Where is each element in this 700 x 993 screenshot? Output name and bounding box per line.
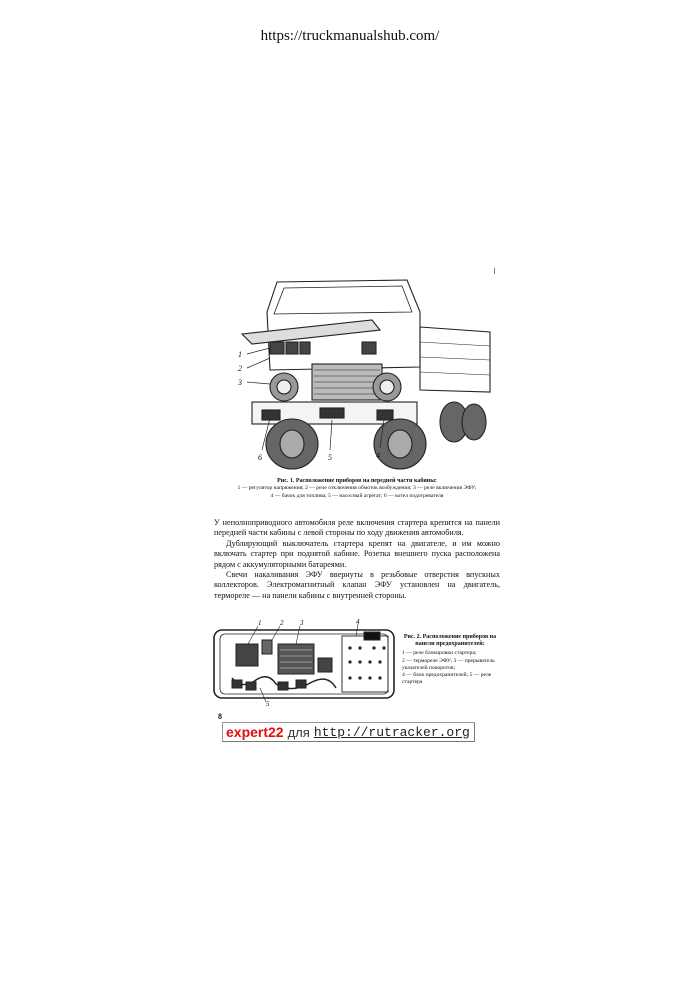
- figure1-caption: Рис. 1. Расположение приборов на передне…: [214, 478, 500, 500]
- source-banner[interactable]: expert22 для http://rutracker.org: [222, 722, 475, 742]
- callout-6: 6: [258, 453, 262, 462]
- figure2-caption-line: 4 — блок предохранителей; 5 — реле старт…: [402, 672, 492, 686]
- paragraph: Дублирующий выключатель стартера крепят …: [214, 538, 500, 569]
- banner-connector: для: [287, 724, 310, 740]
- fig2-callout-3: 3: [299, 619, 304, 627]
- callout-3: 3: [237, 378, 242, 387]
- banner-link[interactable]: http://rutracker.org: [313, 724, 470, 740]
- callout-1: 1: [238, 350, 242, 359]
- paragraph: Свечи накаливания ЭФУ ввернуты в резьбов…: [214, 570, 500, 600]
- fig2-callout-1: 1: [258, 619, 262, 627]
- callout-2: 2: [238, 364, 242, 373]
- header-url[interactable]: https://truckmanualshub.com/: [260, 28, 440, 44]
- fig2-callout-2: 2: [280, 619, 284, 627]
- callout-5: 5: [328, 453, 332, 462]
- scan-mark: [494, 268, 495, 274]
- figure2-caption: Рис. 2. Расположение приборов на панели …: [402, 634, 498, 686]
- callout-4: 4: [376, 451, 380, 460]
- figure2-caption-line: 1 — реле блокировки стартера;: [402, 650, 477, 657]
- page-number: 8: [218, 712, 222, 721]
- banner-username: expert22: [226, 724, 284, 740]
- figure1-caption-title: Рис. 1. Расположение приборов на передне…: [277, 478, 437, 484]
- figure2-caption-title: Рис. 2. Расположение приборов на панели …: [403, 634, 497, 648]
- paragraph: У неполноприводного автомобиля реле вклю…: [214, 518, 500, 538]
- truck-illustration: 1 2 3 4 5 6: [237, 279, 491, 470]
- figure1-caption-line: 4 — бачок для топлива; 5 — насосный агре…: [270, 492, 444, 499]
- figure1-caption-line: 1 — регулятор напряжения; 2 — реле отклю…: [237, 485, 477, 492]
- fig2-callout-4: 4: [356, 618, 360, 626]
- figure2-caption-line: 2 — термореле ЭФУ; 3 — прерыватель указа…: [402, 657, 495, 671]
- fuse-panel-illustration: 1 2 3 4 5: [213, 618, 395, 706]
- fig2-callout-5: 5: [266, 700, 270, 706]
- body-text: У неполноприводного автомобиля реле вклю…: [214, 518, 500, 601]
